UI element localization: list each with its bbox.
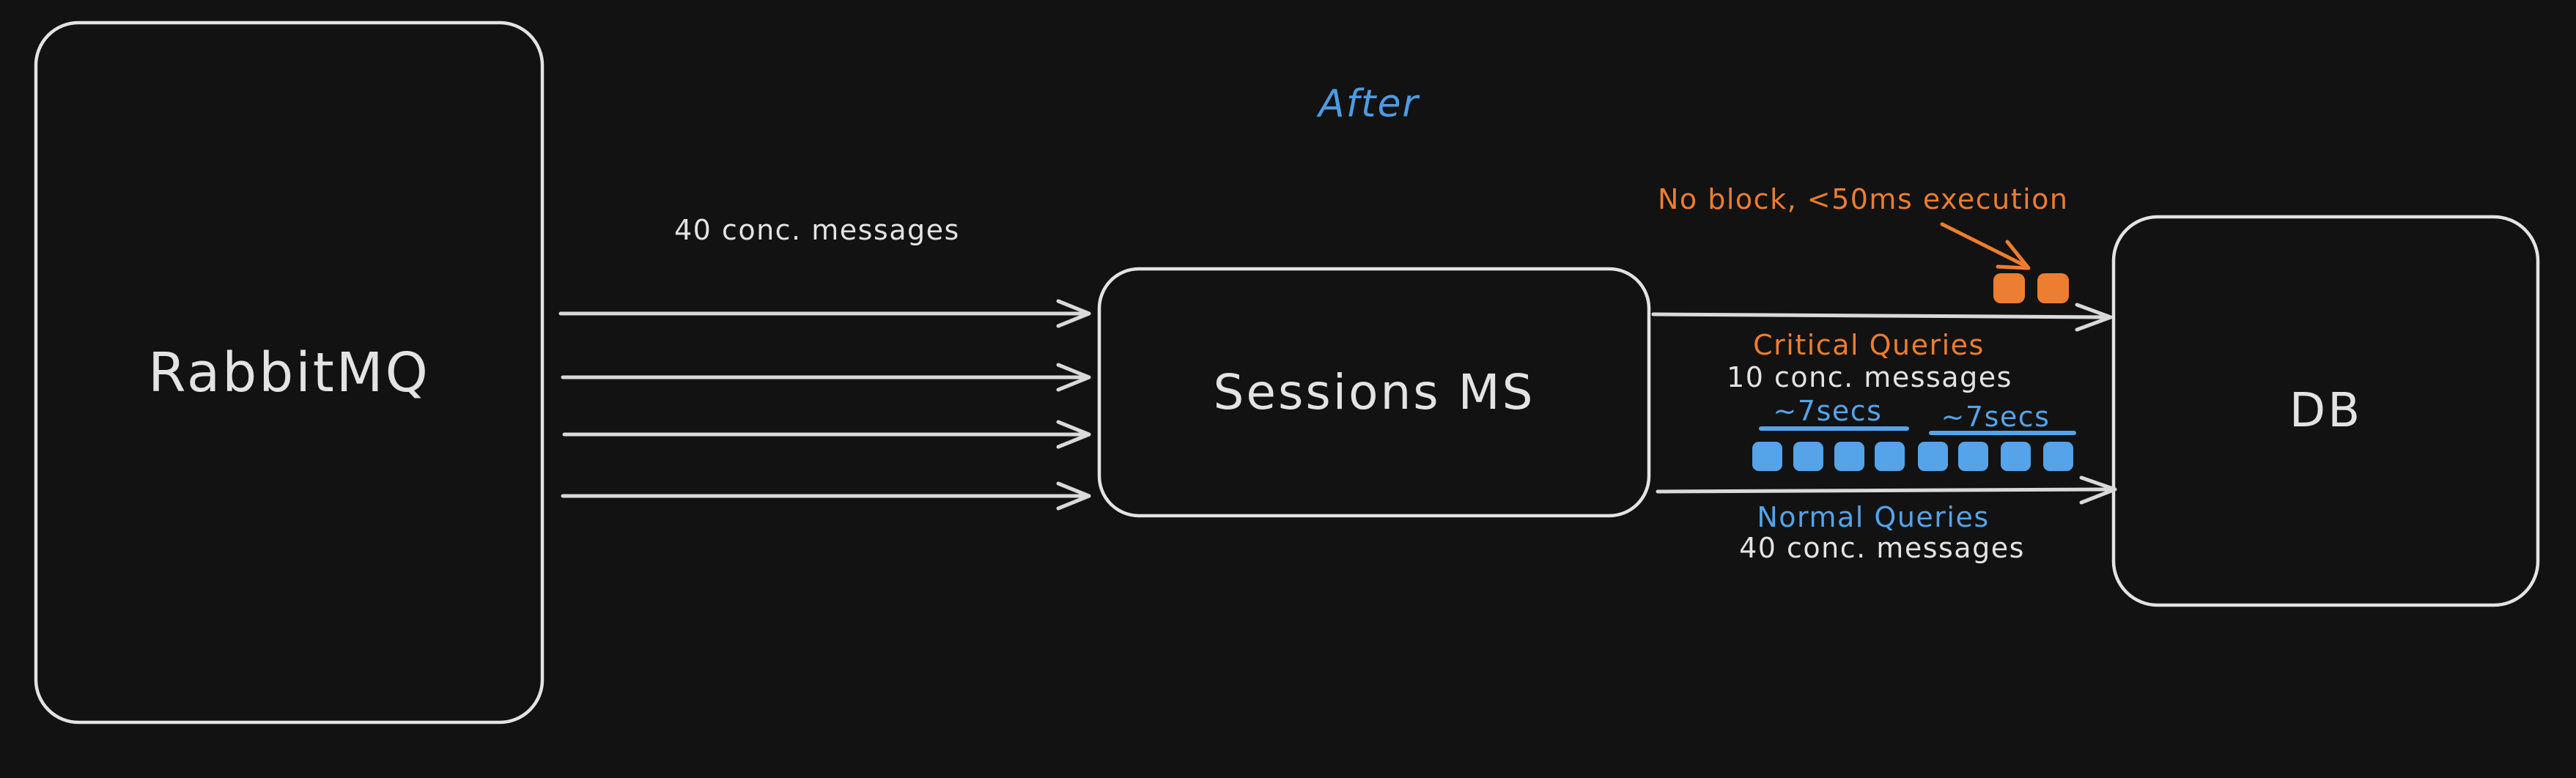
sessions-ms-node: Sessions MS — [1099, 269, 1649, 516]
sessions-ms-node-outline — [1097, 267, 1651, 518]
db-node: DB — [2114, 217, 2538, 605]
diagram-title: After — [1318, 82, 1420, 126]
arrow-icon — [562, 420, 1091, 449]
critical-queries-sublabel: 10 conc. messages — [1727, 361, 2012, 393]
normal-message-square — [1875, 442, 1905, 471]
rabbitmq-node-label: RabbitMQ — [148, 341, 430, 404]
rabbitmq-to-sessions-arrows — [558, 299, 1091, 511]
batch-underlines — [1759, 426, 2076, 435]
sessions-ms-node-label: Sessions MS — [1213, 364, 1535, 421]
rabbitmq-to-sessions-flow-label: 40 conc. messages — [674, 214, 960, 246]
normal-message-square — [2043, 442, 2073, 471]
normal-message-square — [2001, 442, 2031, 471]
normal-message-square — [1834, 442, 1864, 471]
critical-message-square — [2037, 273, 2069, 303]
normal-message-square — [1918, 442, 1948, 471]
critical-annotation-label: No block, <50ms execution — [1658, 183, 2069, 215]
arrow-icon — [561, 363, 1091, 392]
normal-queries-sublabel: 40 conc. messages — [1739, 532, 2025, 564]
normal-batch-2-duration-label: ~7secs — [1941, 401, 2051, 433]
normal-message-square — [1752, 442, 1782, 471]
normal-batch-1-duration-label: ~7secs — [1773, 395, 1883, 427]
db-node-outline — [2111, 215, 2540, 607]
normal-queries-label: Normal Queries — [1757, 501, 1990, 533]
critical-queries-arrow-icon — [1651, 303, 2113, 332]
normal-queries-arrow-icon — [1656, 475, 2117, 505]
normal-message-square — [1958, 442, 1988, 471]
arrow-icon — [558, 299, 1091, 328]
annotation-arrow-icon — [1940, 222, 2031, 270]
rabbitmq-node: RabbitMQ — [36, 23, 542, 722]
arrow-icon — [561, 481, 1091, 511]
rabbitmq-node-outline — [34, 21, 545, 725]
critical-message-square — [1993, 273, 2025, 303]
critical-queries-label: Critical Queries — [1753, 329, 1985, 361]
normal-message-square — [1793, 442, 1823, 471]
db-node-label: DB — [2289, 384, 2363, 438]
